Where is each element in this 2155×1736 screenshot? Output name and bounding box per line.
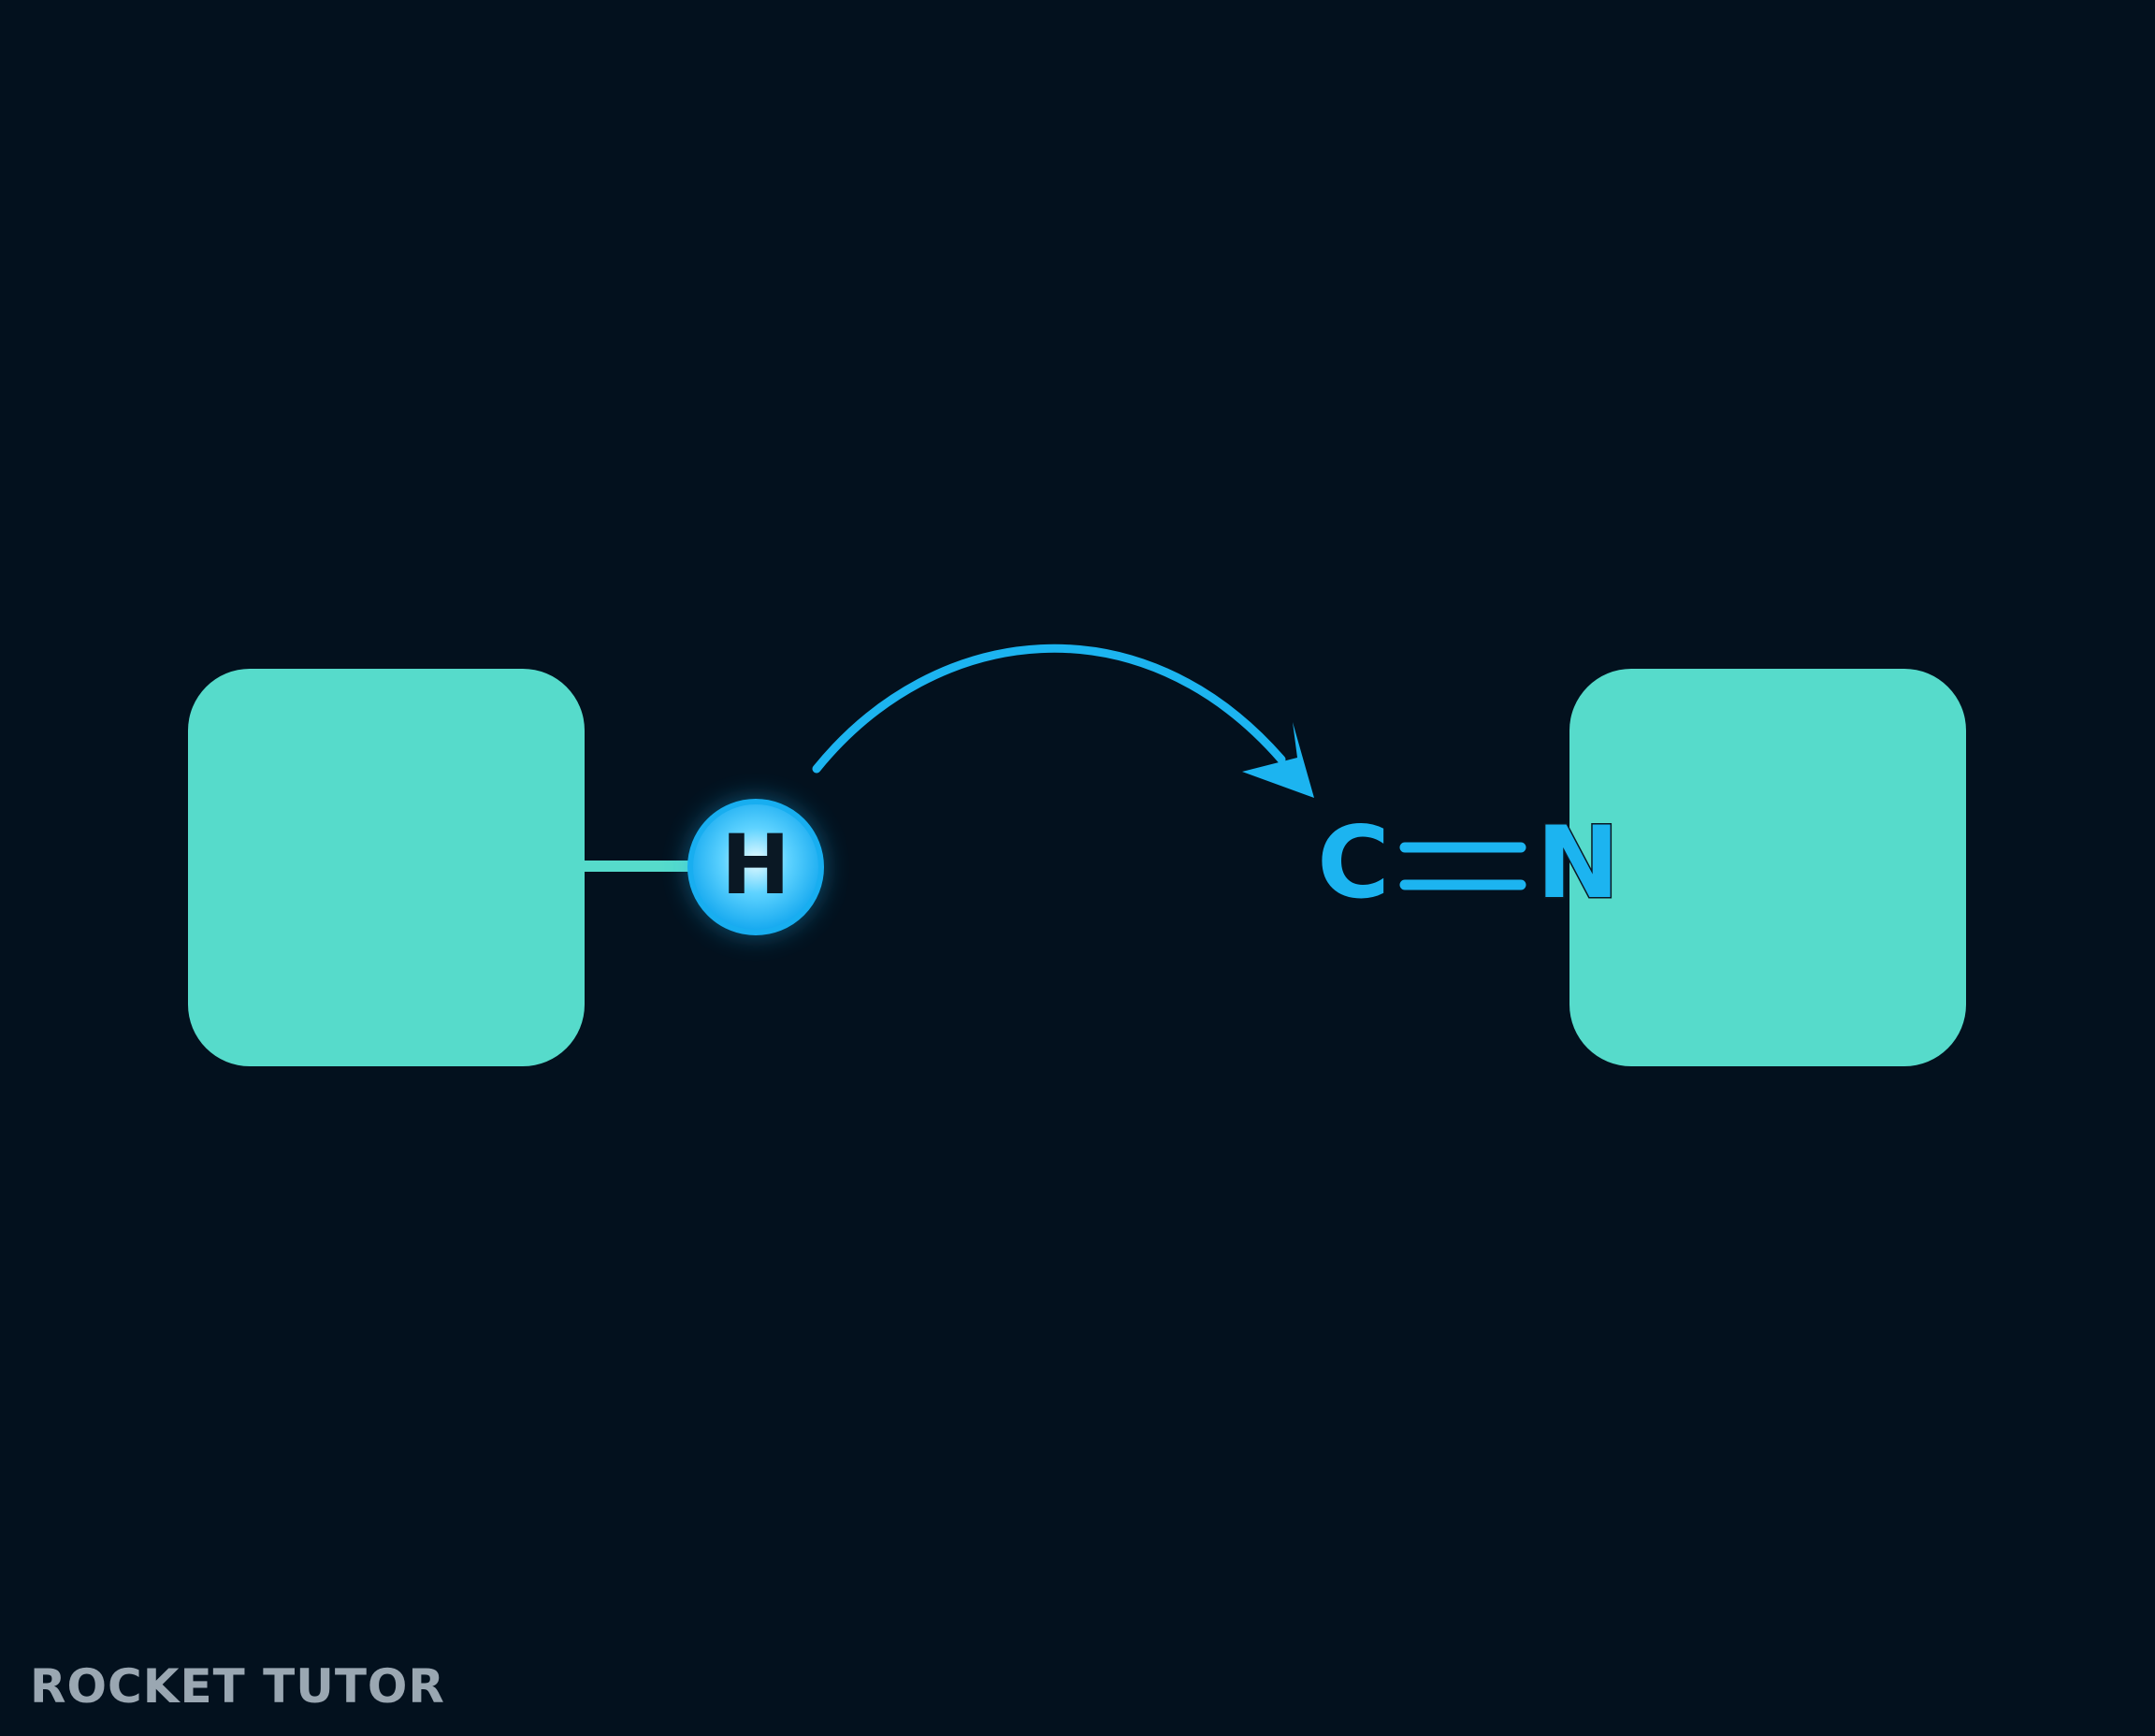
nitrogen-label: N (1537, 805, 1620, 920)
carbon-label: C (1317, 805, 1390, 920)
hydrogen-label: H (721, 817, 790, 913)
curved-arrow (812, 644, 1286, 774)
brand-logo: ROCKET TUTOR (30, 1654, 445, 1719)
brand-text: ROCKET TUTOR (30, 1659, 445, 1714)
right-group-box (1569, 669, 1966, 1066)
curved-arrow-head (1242, 722, 1314, 798)
hydrogen-atom: H (687, 799, 824, 935)
left-group-box (188, 669, 585, 1066)
imine-group: C N (1317, 803, 1621, 921)
